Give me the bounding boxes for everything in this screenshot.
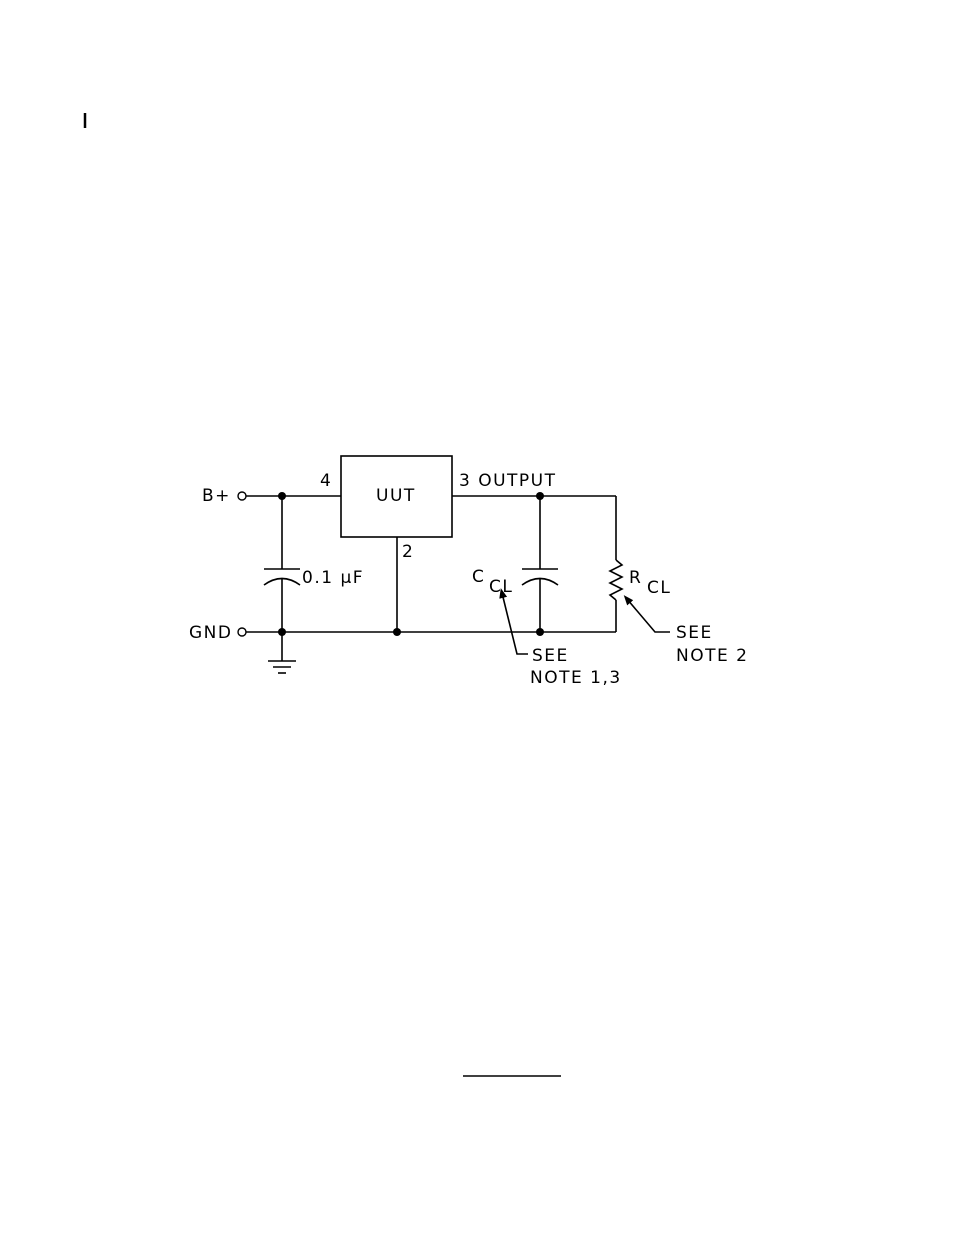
ccl-subscript: CL [489,577,513,597]
ccl-note-leader [502,593,528,654]
rcl-note-line1: SEE [676,623,713,643]
ccl-note-line1: SEE [532,646,569,666]
ccl-note-line2: NOTE 1,3 [530,668,622,688]
rcl-zigzag [610,560,622,600]
b-plus-label: B+ [202,486,231,506]
b-plus-terminal [238,492,246,500]
gnd-label: GND [189,623,232,643]
rcl-label: R [629,568,642,588]
pin4-label: 4 [320,471,332,491]
pin3-output-label: 3 OUTPUT [459,471,557,491]
pin2-label: 2 [402,542,414,562]
cap-value-label: 0.1 µF [302,568,364,588]
earth-ground-icon [268,632,296,673]
gnd-terminal [238,628,246,636]
rcl-subscript: CL [647,578,671,598]
rcl-note-line2: NOTE 2 [676,646,748,666]
rcl-note-leader [627,599,670,632]
uut-label: UUT [376,486,416,506]
ccl-label: C [472,567,485,587]
